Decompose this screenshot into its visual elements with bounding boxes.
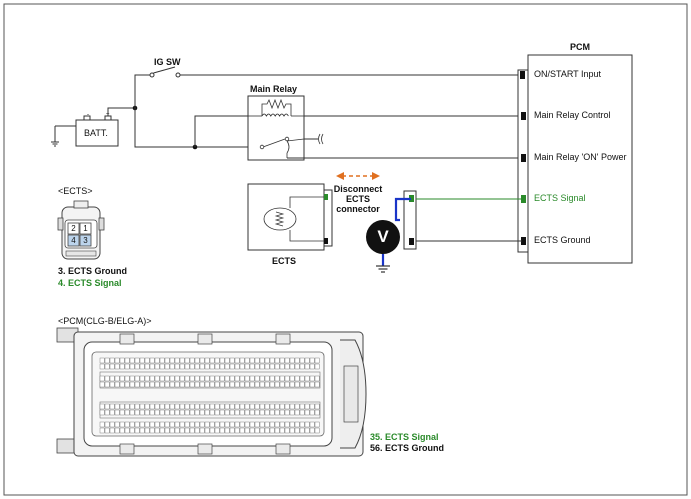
svg-text:-: -: [87, 112, 89, 118]
main-relay-box: [247, 95, 305, 161]
pcm-pin-on-start-input: ON/START Input: [534, 69, 602, 79]
ects-pin-1: 1: [83, 224, 88, 233]
voltmeter-label: V: [377, 227, 389, 246]
disconnect-label-line1: Disconnect: [333, 184, 383, 194]
disconnect-label-line2: ECTS: [345, 194, 370, 204]
ects-connector-title: <ECTS>: [58, 186, 93, 196]
main-relay-label: Main Relay: [250, 84, 298, 94]
voltmeter-probe-wire: [376, 197, 411, 273]
ects-sensor-label: ECTS: [272, 256, 297, 266]
pcm-note-signal: 35. ECTS Signal: [370, 432, 439, 442]
battery-label: BATT.: [84, 128, 108, 138]
pcm-title: PCM: [570, 42, 590, 52]
disconnect-arrows: [336, 172, 380, 180]
pcm-connector-title: <PCM(CLG-B/ELG-A)>: [58, 316, 152, 326]
ects-pin-4: 4: [71, 236, 76, 245]
ects-connector-face: [57, 200, 105, 260]
ig-sw-label: IG SW: [154, 57, 181, 67]
pcm-note-ground: 56. ECTS Ground: [370, 443, 445, 453]
harness-connector: [403, 190, 417, 250]
ects-note-signal: 4. ECTS Signal: [58, 278, 122, 288]
pcm-module-box: [517, 54, 633, 264]
disconnect-label-line3: connector: [336, 204, 380, 214]
ects-pin-3: 3: [83, 236, 88, 245]
voltmeter-icon: [366, 220, 400, 254]
pcm-pin-main-relay-on-power: Main Relay 'ON' Power: [534, 152, 627, 162]
pcm-connector-face: [56, 327, 367, 457]
ects-pin-2: 2: [71, 224, 76, 233]
pcm-pin-ects-signal: ECTS Signal: [534, 193, 586, 203]
pcm-pin-ects-ground: ECTS Ground: [534, 235, 591, 245]
ects-sensor-box: [247, 183, 333, 251]
ignition-switch-symbol: [149, 66, 181, 78]
pcm-pin-main-relay-control: Main Relay Control: [534, 110, 611, 120]
ects-note-ground: 3. ECTS Ground: [58, 266, 128, 276]
